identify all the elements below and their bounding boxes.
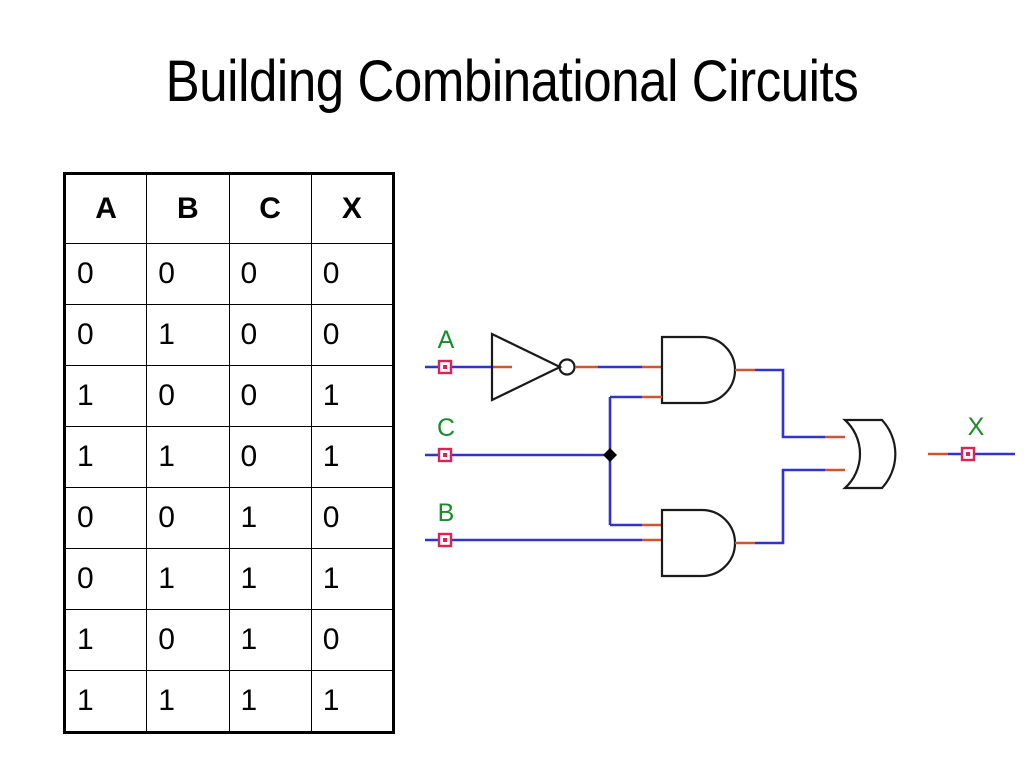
- wire-junction-c: [603, 448, 617, 462]
- table-row: 1 1 0 1: [63, 426, 395, 488]
- table-row: 0 0 1 0: [63, 487, 395, 549]
- table-row: 0 0 0 0: [63, 243, 395, 305]
- circuit-svg: A C B: [425, 326, 1015, 578]
- cell-c: 0: [228, 243, 312, 305]
- cell-x: 1: [310, 365, 395, 427]
- input-port-c-core: [443, 453, 447, 457]
- or-gate-body[interactable]: [842, 418, 897, 490]
- not-gate-bubble-icon[interactable]: [558, 358, 576, 376]
- and-gate-1-body[interactable]: [660, 335, 737, 405]
- cell-b: 0: [146, 487, 230, 549]
- cell-a: 0: [63, 548, 148, 610]
- wire-and1-to-or: [755, 368, 825, 439]
- output-port-x-core: [966, 452, 970, 456]
- cell-c: 0: [228, 365, 312, 427]
- cell-a: 1: [63, 365, 148, 427]
- output-label-x: X: [968, 413, 985, 441]
- input-port-b-core: [443, 538, 447, 542]
- and-gate-2-body[interactable]: [660, 508, 737, 578]
- not-gate-triangle-icon[interactable]: [490, 332, 563, 402]
- table-row: 1 1 1 1: [63, 670, 395, 733]
- column-header-a: A: [63, 173, 148, 244]
- cell-a: 0: [63, 243, 148, 305]
- table-row: 0 1 0 0: [63, 304, 395, 366]
- cell-b: 1: [146, 670, 230, 733]
- column-header-b: B: [146, 173, 230, 244]
- wire-and2-to-or: [755, 468, 825, 545]
- page-title: Building Combinational Circuits: [165, 49, 859, 114]
- input-label-a: A: [438, 326, 455, 354]
- cell-c: 1: [228, 487, 312, 549]
- column-header-x: X: [310, 173, 395, 244]
- table-header-row: A B C X: [63, 173, 395, 244]
- cell-b: 1: [146, 426, 230, 488]
- cell-x: 0: [310, 304, 395, 366]
- truth-table-container: A B C X 0 0 0 0 0 1 0 0 1 0 0: [63, 172, 395, 734]
- logic-circuit-diagram: A C B: [420, 320, 1020, 580]
- input-port-a-core: [443, 365, 447, 369]
- cell-c: 0: [228, 304, 312, 366]
- cell-x: 1: [310, 548, 395, 610]
- cell-a: 1: [63, 609, 148, 671]
- cell-b: 0: [146, 365, 230, 427]
- cell-a: 0: [63, 487, 148, 549]
- cell-b: 1: [146, 548, 230, 610]
- table-row: 1 0 1 0: [63, 609, 395, 671]
- cell-c: 1: [228, 609, 312, 671]
- cell-c: 1: [228, 670, 312, 733]
- cell-b: 0: [146, 243, 230, 305]
- cell-x: 1: [310, 670, 395, 733]
- cell-x: 0: [310, 243, 395, 305]
- input-label-c: C: [437, 414, 455, 442]
- cell-b: 0: [146, 609, 230, 671]
- cell-a: 1: [63, 670, 148, 733]
- cell-x: 0: [310, 609, 395, 671]
- cell-a: 1: [63, 426, 148, 488]
- cell-x: 0: [310, 487, 395, 549]
- cell-c: 0: [228, 426, 312, 488]
- table-row: 1 0 0 1: [63, 365, 395, 427]
- cell-c: 1: [228, 548, 312, 610]
- truth-table: A B C X 0 0 0 0 0 1 0 0 1 0 0: [63, 172, 395, 734]
- table-row: 0 1 1 1: [63, 548, 395, 610]
- cell-a: 0: [63, 304, 148, 366]
- cell-x: 1: [310, 426, 395, 488]
- input-label-b: B: [438, 499, 455, 527]
- column-header-c: C: [228, 173, 312, 244]
- cell-b: 1: [146, 304, 230, 366]
